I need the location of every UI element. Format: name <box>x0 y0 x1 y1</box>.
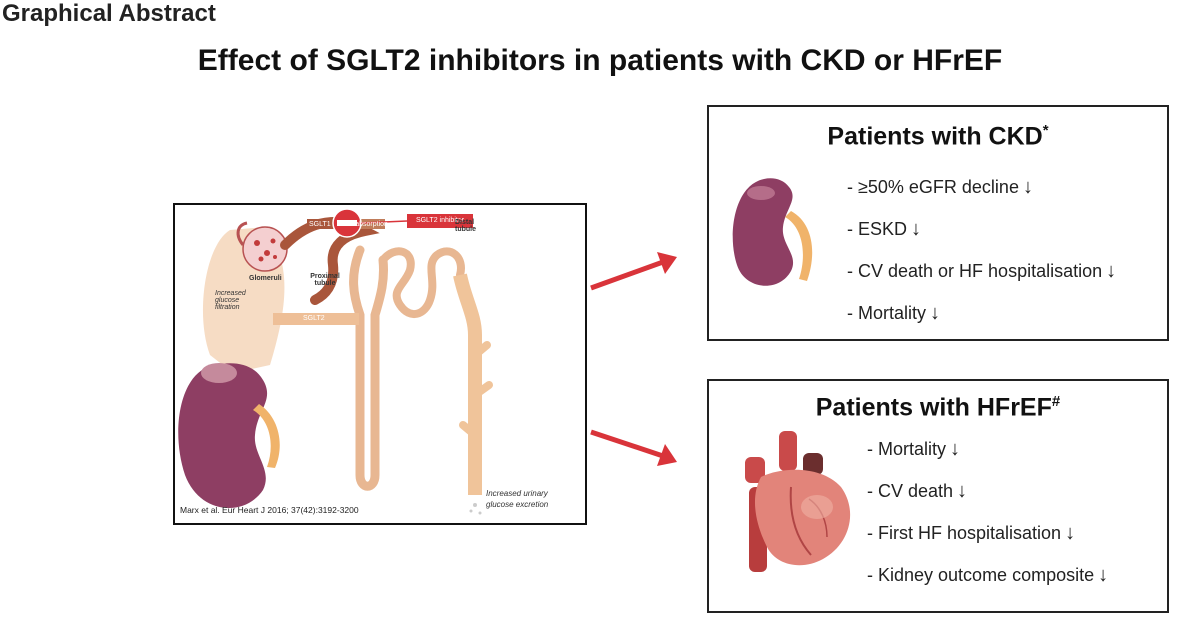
kidney-shape <box>178 363 267 508</box>
decrease-arrow-icon: ↓ <box>957 480 967 502</box>
hfref-outcome-item: - Kidney outcome composite↓ <box>867 563 1108 605</box>
nephron-mechanism-figure: SGLT2 inhibitor SGLT1 reabsorption Glome… <box>173 203 587 525</box>
decrease-arrow-icon: ↓ <box>1098 564 1108 586</box>
glomeruli-label: Glomeruli <box>249 275 282 282</box>
decrease-arrow-icon: ↓ <box>950 438 960 460</box>
kidney-icon <box>729 175 819 295</box>
proximal-tubule-label: Proximal tubule <box>305 273 345 287</box>
hfref-outcome-list: - Mortality↓ - CV death↓ - First HF hosp… <box>867 437 1108 605</box>
citation-text: Marx et al. Eur Heart J 2016; 37(42):319… <box>180 505 359 515</box>
sglt1-label: SGLT1 <box>309 221 331 228</box>
ckd-outcome-item: - Mortality↓ <box>847 301 1116 343</box>
decrease-arrow-icon: ↓ <box>930 302 940 324</box>
ckd-outcome-item: - ≥50% eGFR decline↓ <box>847 175 1116 217</box>
hfref-outcome-item: - Mortality↓ <box>867 437 1108 479</box>
distal-tubule-shape <box>383 251 461 314</box>
urinary-excretion-label: Increased urinary glucose excretion <box>486 488 548 510</box>
ckd-outcome-list: - ≥50% eGFR decline↓ - ESKD↓ - CV death … <box>847 175 1116 343</box>
decrease-arrow-icon: ↓ <box>1106 260 1116 282</box>
collecting-duct-shape <box>460 275 475 495</box>
heart-icon <box>731 427 861 577</box>
ckd-outcome-item: - ESKD↓ <box>847 217 1116 259</box>
decrease-arrow-icon: ↓ <box>911 218 921 240</box>
arrow-to-ckd <box>585 248 685 298</box>
distal-tubule-label: Distal tubule <box>455 219 489 233</box>
ckd-panel-title: Patients with CKD* <box>709 122 1167 151</box>
page-title: Effect of SGLT2 inhibitors in patients w… <box>0 44 1200 78</box>
ckd-outcome-item: - CV death or HF hospitalisation↓ <box>847 259 1116 301</box>
hfref-outcome-item: - CV death↓ <box>867 479 1108 521</box>
decrease-arrow-icon: ↓ <box>1023 176 1033 198</box>
arrow-to-hfref <box>585 424 685 474</box>
sglt2-label: SGLT2 <box>303 315 325 322</box>
loop-of-henle-shape <box>354 250 384 486</box>
glomerulus-shape <box>243 227 287 271</box>
ckd-outcomes-panel: Patients with CKD* - ≥50% eGFR decline↓ … <box>707 105 1169 341</box>
hfref-outcome-item: - First HF hospitalisation↓ <box>867 521 1108 563</box>
decrease-arrow-icon: ↓ <box>1065 522 1075 544</box>
nephron-illustration <box>175 205 585 523</box>
kidney-highlight <box>201 363 237 383</box>
hfref-outcomes-panel: Patients with HFrEF# - Mortality↓ - CV d… <box>707 379 1169 613</box>
reabsorption-label: reabsorption <box>349 221 388 228</box>
graphical-abstract-heading: Graphical Abstract <box>2 0 216 28</box>
increased-filtration-label: Increased glucose filtration <box>215 290 257 311</box>
hfref-panel-title: Patients with HFrEF# <box>709 393 1167 422</box>
